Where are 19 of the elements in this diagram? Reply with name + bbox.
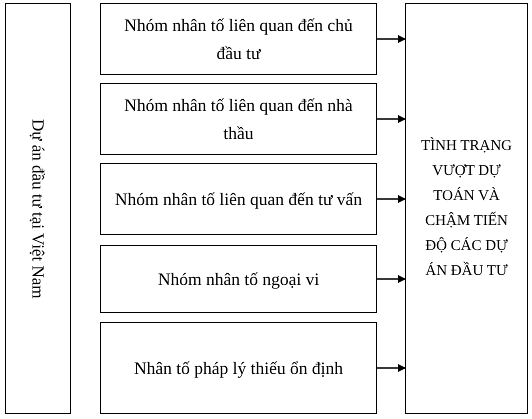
- arrow: [377, 195, 406, 203]
- box-text: Nhóm nhân tố liên quan đến chủ đầu tư: [123, 14, 354, 65]
- box-text: TÌNH TRẠNG VƯỢT DỰ TOÁN VÀ CHẬM TIẾN ĐỘ CÁC DỰ ÁN ĐẦU TƯ: [420, 136, 513, 280]
- arrow: [377, 275, 406, 283]
- factor-box: [100, 83, 377, 155]
- arrow: [377, 364, 406, 372]
- arrow: [377, 35, 406, 43]
- result-box: [405, 3, 528, 414]
- box-text: Nhóm nhân tố liên quan đến nhà thầu: [123, 94, 354, 145]
- box-text: Dự án đầu tư tại Việt Nam: [28, 118, 49, 298]
- factor-box: [100, 163, 377, 235]
- side-box: [5, 3, 71, 414]
- factor-box: [100, 3, 377, 75]
- box-text: Nhóm nhân tố liên quan đến tư vấn: [114, 188, 364, 211]
- factor-box: [100, 245, 377, 313]
- box-text: Nhân tố pháp lý thiếu ổn định: [132, 357, 344, 380]
- box-text: Nhóm nhân tố ngoại vi: [156, 268, 320, 291]
- arrow: [377, 115, 406, 123]
- factor-box: [100, 322, 377, 414]
